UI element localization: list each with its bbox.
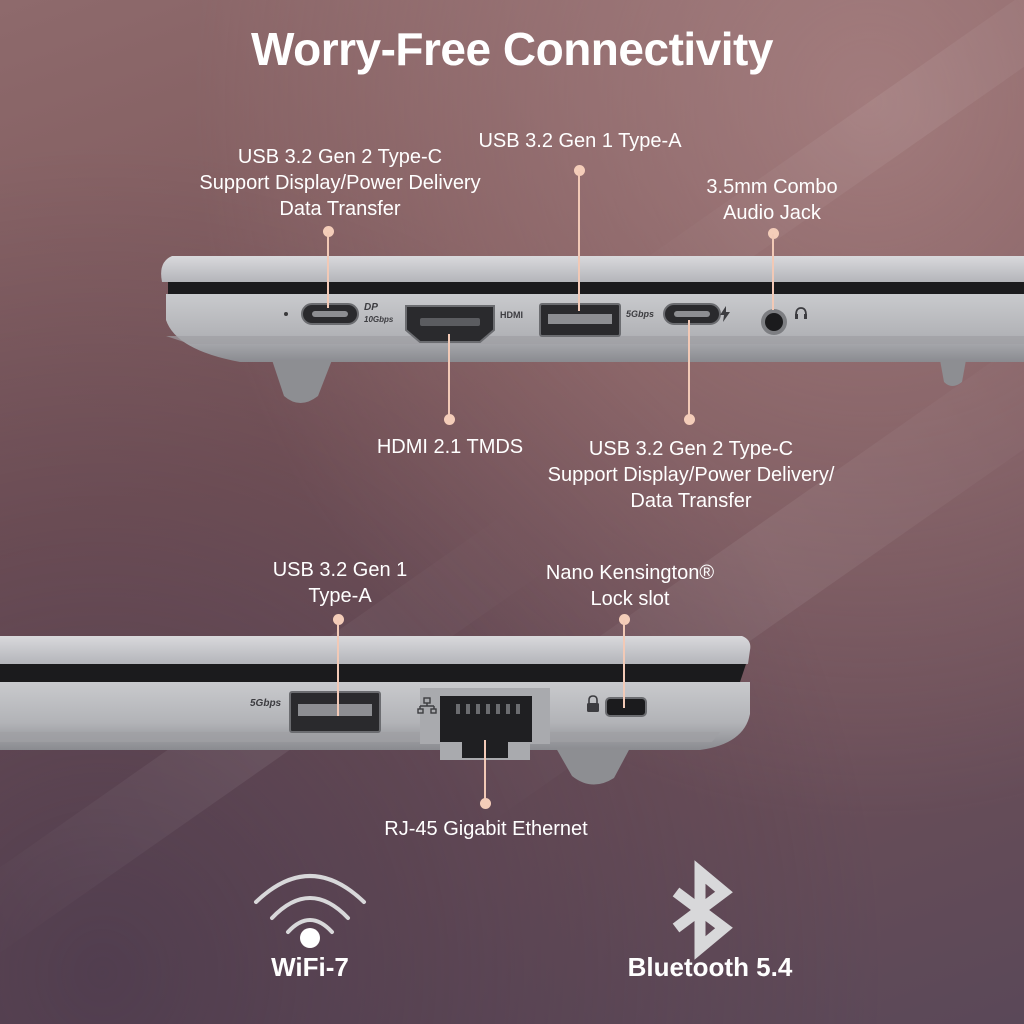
- callout-lock: Nano Kensington® Lock slot: [545, 562, 715, 610]
- callout-line: [337, 620, 339, 716]
- callout-line: [448, 334, 450, 420]
- callout-hdmi: HDMI 2.1 TMDS: [376, 436, 524, 458]
- bolt-icon: [720, 306, 730, 322]
- laptop-right-side: [161, 256, 1024, 403]
- callout-line: [688, 320, 690, 420]
- callout-dot: [684, 414, 695, 425]
- gbps10-mark: 10Gbps: [364, 315, 394, 324]
- callout-line: [484, 740, 486, 804]
- callout-line: [327, 232, 329, 308]
- gbps5-mark: 5Gbps: [626, 309, 655, 319]
- callout-dot: [333, 614, 344, 625]
- callout-line: [772, 234, 774, 310]
- callout-usba-top: USB 3.2 Gen 1 Type-A: [478, 130, 682, 152]
- callout-dot: [619, 614, 630, 625]
- headset-icon: [795, 307, 807, 319]
- callout-line: [623, 620, 625, 708]
- dp-mark: DP: [364, 302, 378, 313]
- callout-dot: [768, 228, 779, 239]
- callout-audio: 3.5mm Combo Audio Jack: [706, 176, 838, 224]
- page-title: Worry-Free Connectivity: [251, 23, 773, 75]
- callout-dot: [480, 798, 491, 809]
- wifi-icon: [254, 874, 366, 948]
- lock-icon: [587, 695, 599, 712]
- hdmi-mark: HDMI: [500, 310, 523, 320]
- callout-usbc-left: USB 3.2 Gen 2 Type-C Support Display/Pow…: [199, 146, 481, 220]
- callout-usbc-right: USB 3.2 Gen 2 Type-C Support Display/Pow…: [547, 438, 835, 512]
- callout-line: [578, 171, 580, 311]
- laptop-left-side: [0, 636, 751, 785]
- callout-usba-bottom: USB 3.2 Gen 1 Type-A: [272, 559, 408, 607]
- callout-dot: [574, 165, 585, 176]
- callout-dot: [444, 414, 455, 425]
- callout-dot: [323, 226, 334, 237]
- ethernet-icon: [417, 697, 437, 714]
- gbps5-mark-bottom: 5Gbps: [250, 698, 282, 709]
- bluetooth-icon: [672, 860, 733, 960]
- wifi-label: WiFi-7: [271, 952, 349, 982]
- callout-rj45: RJ-45 Gigabit Ethernet: [384, 818, 588, 840]
- bluetooth-label: Bluetooth 5.4: [627, 952, 793, 982]
